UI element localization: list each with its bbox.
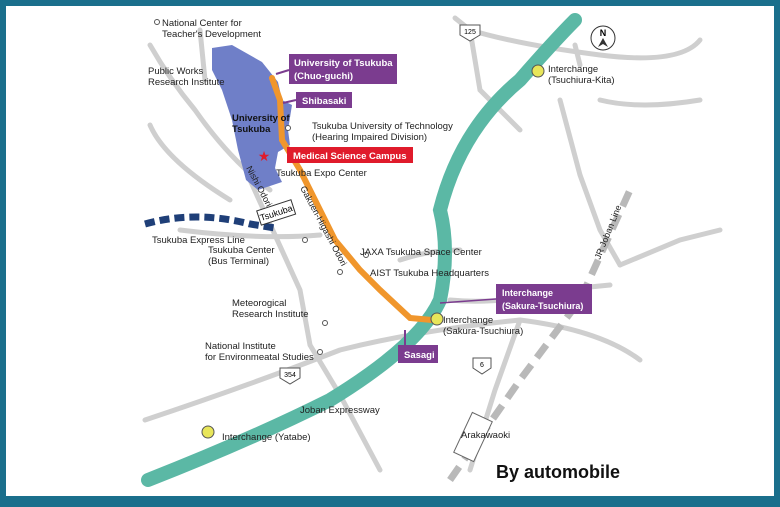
- svg-text:6: 6: [480, 362, 484, 369]
- box-sasagi: Sasagi: [398, 330, 438, 363]
- label-nies-line: for Environmeatal Studies: [205, 352, 314, 363]
- label-tsukuba-center: Tsukuba Center(Bus Terminal): [208, 245, 275, 267]
- svg-text:Medical Science Campus: Medical Science Campus: [293, 151, 407, 162]
- road-ne: [597, 97, 703, 108]
- svg-text:N: N: [600, 28, 607, 38]
- road-center-top: [197, 27, 208, 83]
- box-shibasaki: Shibasaki: [282, 92, 352, 108]
- label-express-line: Tsukuba Express Line: [152, 235, 245, 246]
- label-jaxa: JAXA Tsukuba Space Center: [360, 247, 482, 258]
- box-chuo-guchi: University of Tsukuba (Chuo-guchi): [275, 54, 397, 84]
- medical-campus-star: ★: [258, 148, 271, 164]
- label-public-works-line: Research Institute: [148, 77, 225, 88]
- label-univ-tsukuba-line: University of: [232, 113, 290, 124]
- facility-markers: [154, 19, 369, 355]
- label-national-center-line: National Center for: [162, 18, 242, 29]
- label-ic-sakura-line: Interchange: [443, 315, 493, 326]
- svg-text:Sasagi: Sasagi: [404, 350, 435, 361]
- box-ic-sakura-l1: Interchange: [502, 288, 553, 298]
- shield-354: 354: [279, 367, 301, 385]
- map-panel: [6, 6, 774, 496]
- label-ic-tsuchiura-line: (Tsuchiura-Kita): [548, 75, 615, 86]
- label-arakawaoki: Arakawaoki: [461, 430, 510, 441]
- road-ic-north: [572, 42, 583, 68]
- label-univ-tech-line: Tsukuba University of Technology: [312, 121, 453, 132]
- label-ic-tsuchiura: Interchange(Tsuchiura-Kita): [548, 64, 615, 86]
- compass-icon: N: [590, 25, 616, 51]
- svg-text:125: 125: [464, 29, 476, 36]
- map-title: By automobile: [496, 462, 620, 482]
- ic-sakura-dot: [430, 312, 444, 326]
- ic-yatabe-dot: [201, 425, 215, 439]
- label-univ-tech: Tsukuba University of Technology(Hearing…: [312, 121, 453, 143]
- road-nishi: [247, 177, 383, 473]
- box-ic-sakura-l2: (Sakura-Tsuchiura): [502, 301, 583, 311]
- label-tsukuba-center-line: (Bus Terminal): [208, 256, 269, 267]
- joban-expressway: [141, 13, 582, 487]
- box-ic-sakura: Interchange (Sakura-Tsuchiura): [439, 284, 592, 314]
- ic-tsuchiura-dot: [531, 64, 545, 78]
- label-nies-line: National Institute: [205, 341, 276, 352]
- label-ic-sakura: Interchange(Sakura-Tsuchiura): [443, 315, 523, 337]
- label-univ-tsukuba-line: Tsukuba: [232, 124, 271, 135]
- label-national-center-line: Teacher's Development: [162, 29, 261, 40]
- shield-6: 6: [472, 357, 492, 375]
- road-west-2: [147, 122, 233, 203]
- road-mid: [397, 247, 463, 263]
- driving-route: [269, 75, 435, 323]
- arakawaoki-station-box: [453, 411, 493, 463]
- road-125: [467, 27, 703, 61]
- tsukuba-station-box: Tsukuba: [256, 199, 297, 226]
- label-ic-sakura-line: (Sakura-Tsuchiura): [443, 326, 523, 337]
- road-north: [452, 15, 523, 133]
- road-far-east: [617, 227, 723, 268]
- label-univ-tech-line: (Hearing Impaired Division): [312, 132, 427, 143]
- label-meteo-line: Research Institute: [232, 309, 309, 320]
- label-meteo-line: Meteorogical: [232, 298, 286, 309]
- box-chuo-guchi-l1: University of Tsukuba: [294, 58, 393, 69]
- box-medical: Medical Science Campus: [287, 147, 413, 163]
- label-joban-expressway: Joban Expressway: [300, 405, 380, 416]
- label-expo-center: Tsukuba Expo Center: [276, 168, 367, 179]
- label-tsukuba-center-line: Tsukuba Center: [208, 245, 275, 256]
- road-east: [557, 97, 623, 268]
- shield-125: 125: [459, 24, 481, 42]
- road-west: [177, 227, 323, 240]
- label-aist: AIST Tsukuba Headquarters: [370, 268, 489, 279]
- label-public-works-line: Public Works: [148, 66, 204, 77]
- svg-text:Shibasaki: Shibasaki: [302, 96, 346, 107]
- label-ic-yatabe: Interchange (Yatabe): [222, 432, 311, 443]
- svg-text:354: 354: [284, 372, 296, 379]
- label-ic-tsuchiura-line: Interchange: [548, 64, 598, 75]
- box-chuo-guchi-l2: (Chuo-guchi): [294, 71, 353, 82]
